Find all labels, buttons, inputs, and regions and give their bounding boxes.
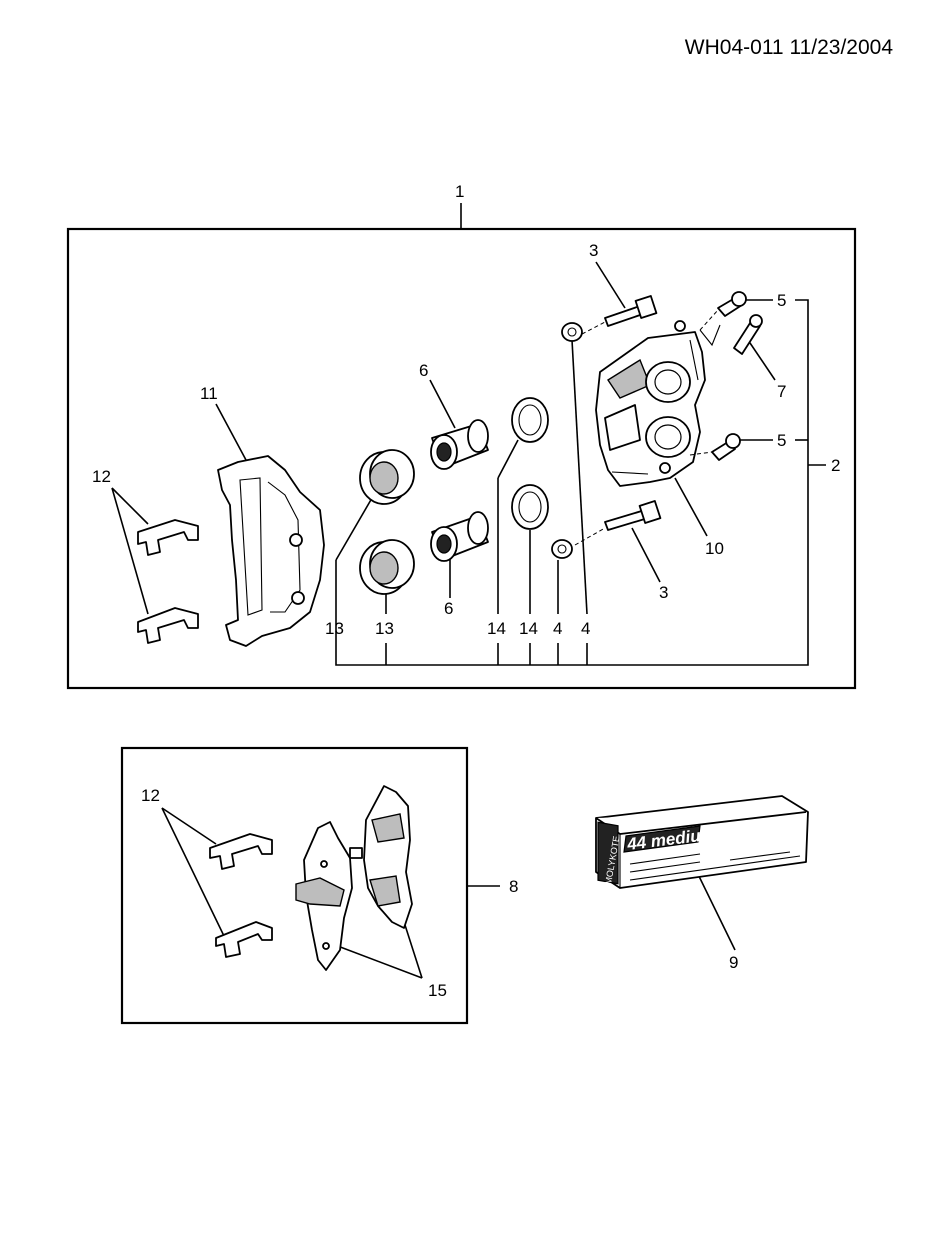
- brake-pad-inner: [295, 821, 363, 971]
- callout-5-upper: 5: [777, 291, 786, 310]
- callout-12-padkit: 12: [141, 786, 160, 805]
- callout-14-right: 14: [519, 619, 538, 638]
- leader-lines: [111, 203, 826, 979]
- pad-kit-clip-upper: [209, 833, 273, 870]
- callout-13-left: 13: [325, 619, 344, 638]
- banjo-bolt-upper: [717, 291, 747, 317]
- callout-13-right: 13: [375, 619, 394, 638]
- abutment-clip-upper: [137, 519, 199, 556]
- callout-10: 10: [705, 539, 724, 558]
- callout-6-upper: 6: [419, 361, 428, 380]
- callout-7: 7: [777, 382, 786, 401]
- dust-boot-upper: [511, 397, 549, 443]
- callout-6-lower: 6: [444, 599, 453, 618]
- pad-kit-clip-lower: [215, 921, 273, 958]
- brake-pad-outer: [363, 785, 413, 929]
- callout-12-upper: 12: [92, 467, 111, 486]
- callout-14-left: 14: [487, 619, 506, 638]
- bushing-upper: [561, 322, 583, 342]
- piston-seal-lower: [359, 539, 415, 595]
- piston-seal-upper: [359, 449, 415, 505]
- callouts: 1 2 3 3 4 4 5 5 6 6 7 8 9 10 11 12 12 13…: [92, 182, 840, 1000]
- piston-upper: [430, 419, 489, 470]
- callout-2: 2: [831, 456, 840, 475]
- callout-5-lower: 5: [777, 431, 786, 450]
- pad-kit-frame: [120, 746, 469, 1025]
- callout-4-right: 4: [581, 619, 590, 638]
- banjo-bolt-lower: [711, 433, 741, 461]
- callout-15: 15: [428, 981, 447, 1000]
- abutment-clip-lower: [137, 607, 199, 644]
- piston-lower: [430, 511, 489, 562]
- callout-1: 1: [455, 182, 464, 201]
- callout-9: 9: [729, 953, 738, 972]
- callout-3-upper: 3: [589, 241, 598, 260]
- callout-3-lower: 3: [659, 583, 668, 602]
- grease-package: MOLYKOTE 44 medium: [595, 795, 809, 889]
- caliper-bracket: [217, 455, 325, 647]
- guide-bolt-lower: [604, 500, 662, 531]
- callout-4-left: 4: [553, 619, 562, 638]
- bushing-lower: [551, 539, 573, 559]
- callout-11: 11: [200, 384, 218, 403]
- drawing-code: WH04-011 11/23/2004: [684, 36, 893, 59]
- bleeder-valve: [733, 314, 763, 355]
- dust-boot-lower: [511, 484, 549, 530]
- caliper-housing: [595, 320, 706, 487]
- callout-8: 8: [509, 877, 518, 896]
- guide-bolt-upper: [604, 295, 658, 327]
